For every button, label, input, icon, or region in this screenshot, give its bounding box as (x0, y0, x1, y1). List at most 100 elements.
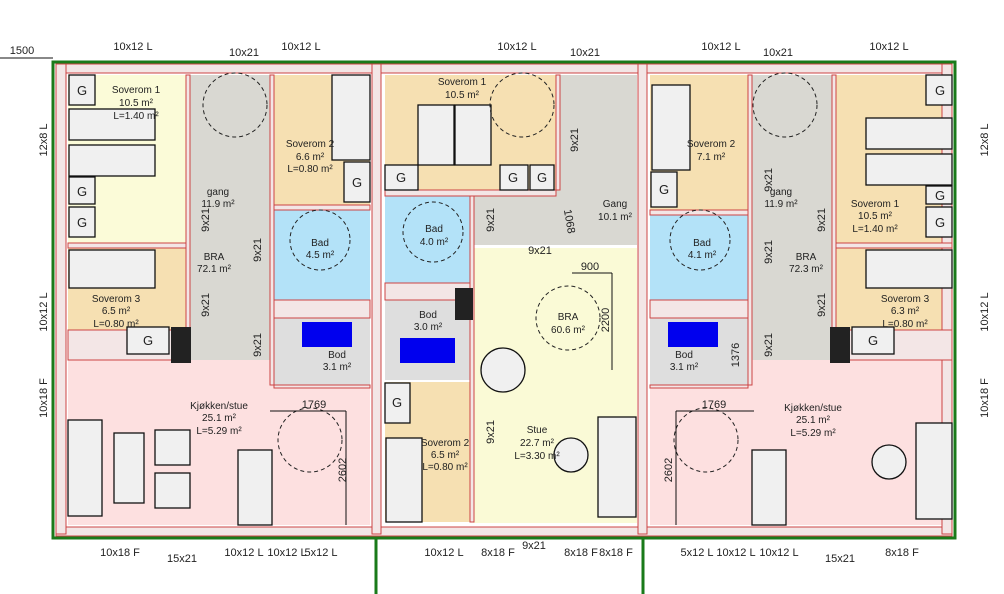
room-name: Soverom 2 (421, 438, 470, 449)
bed (454, 104, 492, 166)
door-label: 9x21 (485, 420, 497, 444)
bed (385, 437, 423, 523)
dimension-label: 900 (581, 261, 599, 273)
round-table (480, 347, 526, 393)
bed (865, 117, 953, 150)
room-l: L=0.80 m² (422, 462, 468, 473)
room-name: Bad (425, 224, 443, 235)
room-l-bad (274, 210, 370, 300)
door-label: 10x21 (229, 47, 259, 59)
room-r-gang (752, 75, 832, 360)
room-l: L=3.30 m² (514, 451, 560, 462)
room-name: Bod (419, 310, 437, 321)
window-label: 12x8 L (38, 123, 50, 156)
round-table (553, 437, 589, 473)
room-labels: Soverom 1 10.5 m² L=1.40 m² gang 11.9 m²… (92, 77, 930, 473)
window-label: 8x18 F (564, 547, 598, 559)
room-l: L=5.29 m² (790, 428, 836, 439)
room-name: Kjøkken/stue (784, 403, 842, 414)
wardrobe-label: G (77, 184, 87, 199)
room-area: 10.5 m² (858, 211, 893, 222)
sofa (597, 416, 637, 518)
window-label: 10x12 L (759, 547, 798, 559)
wardrobe-label: G (396, 170, 406, 185)
dimension-label: 1068 (561, 208, 577, 234)
sofa (67, 419, 103, 517)
room-area: 25.1 m² (796, 415, 831, 426)
room-name: Bod (675, 350, 693, 361)
room-area: 3.1 m² (323, 362, 352, 373)
window-label: 10x12 L (716, 547, 755, 559)
room-name: Soverom 2 (687, 139, 736, 150)
wardrobe-label: G (935, 83, 945, 98)
coffee-table (113, 432, 145, 504)
room-l: L=1.40 m² (113, 111, 159, 122)
room-name: BRA (204, 252, 225, 263)
bed (68, 144, 156, 177)
room-m-bad (385, 196, 470, 283)
door-label: 9x21 (569, 128, 581, 152)
door-label: 9x21 (522, 540, 546, 552)
room-area: 11.9 m² (764, 199, 798, 210)
washer (302, 322, 352, 347)
window-label: 10x12 L (281, 41, 320, 53)
bed (865, 249, 953, 289)
room-area: 6.3 m² (891, 306, 920, 317)
window-label: 10x12 L (38, 292, 50, 331)
door-label: 9x21 (816, 293, 828, 317)
dimension-label: 2200 (600, 308, 612, 332)
room-area: 4.0 m² (420, 237, 449, 248)
window-label: 10x12 L (869, 41, 908, 53)
room-area: 10.1 m² (598, 212, 633, 223)
wardrobe-label: G (508, 170, 518, 185)
wardrobe-label: G (935, 215, 945, 230)
window-label: 8x18 F (885, 547, 919, 559)
room-name: Kjøkken/stue (190, 401, 248, 412)
room-area: 10.5 m² (119, 98, 154, 109)
dimension-label: 1769 (702, 399, 726, 411)
window-label: 10x12 L (113, 41, 152, 53)
stove (171, 327, 191, 363)
armchair (154, 472, 191, 509)
wardrobe-label: G (143, 333, 153, 348)
room-area: 3.0 m² (414, 322, 443, 333)
room-area: 60.6 m² (551, 325, 586, 336)
room-name: gang (770, 187, 792, 198)
door-label: 10x21 (763, 47, 793, 59)
window-label: 8x18 F (599, 547, 633, 559)
dimension-label: 2602 (337, 458, 349, 482)
room-area: 11.9 m² (201, 199, 235, 210)
room-area: 10.5 m² (445, 90, 480, 101)
window-label: 10x18 F (979, 378, 991, 418)
door-labels: 9x21 9x21 9x21 9x21 9x21 9x21 9x21 9x21 … (200, 128, 828, 444)
stove (455, 288, 473, 320)
room-area: 72.3 m² (789, 264, 824, 275)
wardrobe-label: G (352, 175, 362, 190)
washer (400, 338, 455, 363)
bed (331, 74, 371, 161)
offset-dimension: 1500 (10, 45, 34, 57)
door-label: 9x21 (763, 333, 775, 357)
window-label: 10x12 L (424, 547, 463, 559)
wardrobe-label: G (537, 170, 547, 185)
room-area: 22.7 m² (520, 438, 555, 449)
door-label: 9x21 (763, 168, 775, 192)
window-label: 10x12 L (497, 41, 536, 53)
room-area: 25.1 m² (202, 413, 237, 424)
wardrobe-label: G (935, 188, 945, 203)
window-label: 10x18 F (38, 378, 50, 418)
window-label: 5x12 L (680, 547, 713, 559)
dimension-label: 1769 (302, 399, 326, 411)
round-table (871, 444, 907, 480)
room-r-bad (650, 215, 748, 300)
dining-table (751, 449, 787, 526)
door-label: 15x21 (825, 553, 855, 565)
walls (51, 60, 957, 594)
door-label: 9x21 (485, 208, 497, 232)
bed (68, 108, 156, 141)
wardrobe-label: G (868, 333, 878, 348)
room-name: Bod (328, 350, 346, 361)
room-area: 3.1 m² (670, 362, 699, 373)
door-label: 9x21 (763, 240, 775, 264)
